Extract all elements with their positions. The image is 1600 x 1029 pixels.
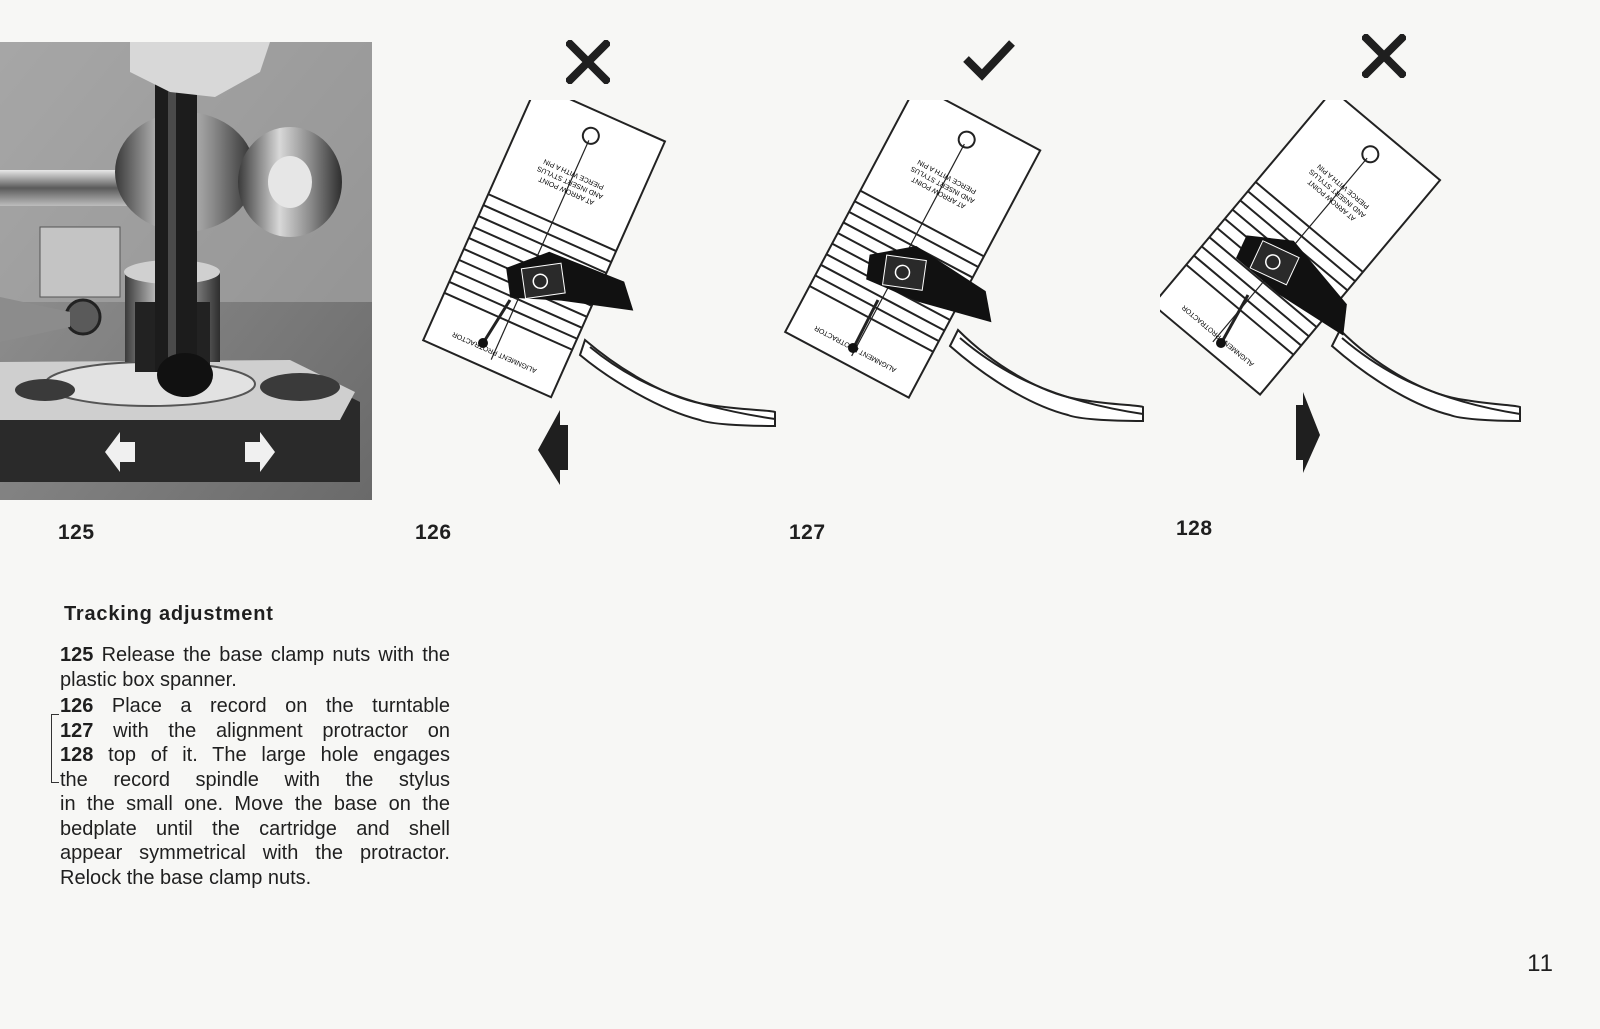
text-line: 126 Place a record on the turntable	[60, 694, 450, 719]
cross-icon	[1362, 34, 1406, 78]
figure-number-127: 127	[789, 521, 826, 545]
tonearm-base-photo	[0, 42, 372, 500]
cross-icon	[566, 40, 610, 84]
figure-number-125: 125	[58, 521, 95, 545]
protractor-diagram-128: PIERCE WITH A PIN AND INSERT STYLUS AT A…	[1160, 100, 1550, 500]
page-number: 11	[1527, 950, 1554, 978]
paragraph-text-125: Release the base clamp nuts with the pla…	[60, 644, 450, 691]
text-line: appear symmetrical with the protractor.	[60, 841, 450, 866]
paragraph-number-125: 125	[60, 644, 93, 666]
paragraph-number-127: 127	[60, 720, 93, 742]
text-line: the record spindle with the stylus	[60, 768, 450, 793]
section-title: Tracking adjustment	[64, 603, 274, 626]
protractor-diagram-126: PIERCE WITH A PIN AND INSERT STYLUS AT A…	[410, 100, 800, 500]
figure-number-126: 126	[415, 521, 452, 545]
checkmark-icon	[962, 37, 1016, 81]
paragraph-125: 125 Release the base clamp nuts with the…	[60, 643, 450, 692]
text-line: in the small one. Move the base on the	[60, 792, 450, 817]
text-line: 128 top of it. The large hole engages	[60, 743, 450, 768]
protractor-diagram-127: PIERCE WITH A PIN AND INSERT STYLUS AT A…	[778, 100, 1168, 500]
paragraph-bracket	[51, 714, 59, 783]
figure-number-128: 128	[1176, 517, 1213, 541]
paragraph-number-126: 126	[60, 695, 93, 717]
text-line: 127 with the alignment protractor on	[60, 719, 450, 744]
text-line: Relock the base clamp nuts.	[60, 866, 450, 891]
text-line: bedplate until the cartridge and shell	[60, 817, 450, 842]
paragraph-number-128: 128	[60, 744, 93, 766]
paragraph-126-128: 126 Place a record on the turntable 127 …	[60, 694, 450, 890]
